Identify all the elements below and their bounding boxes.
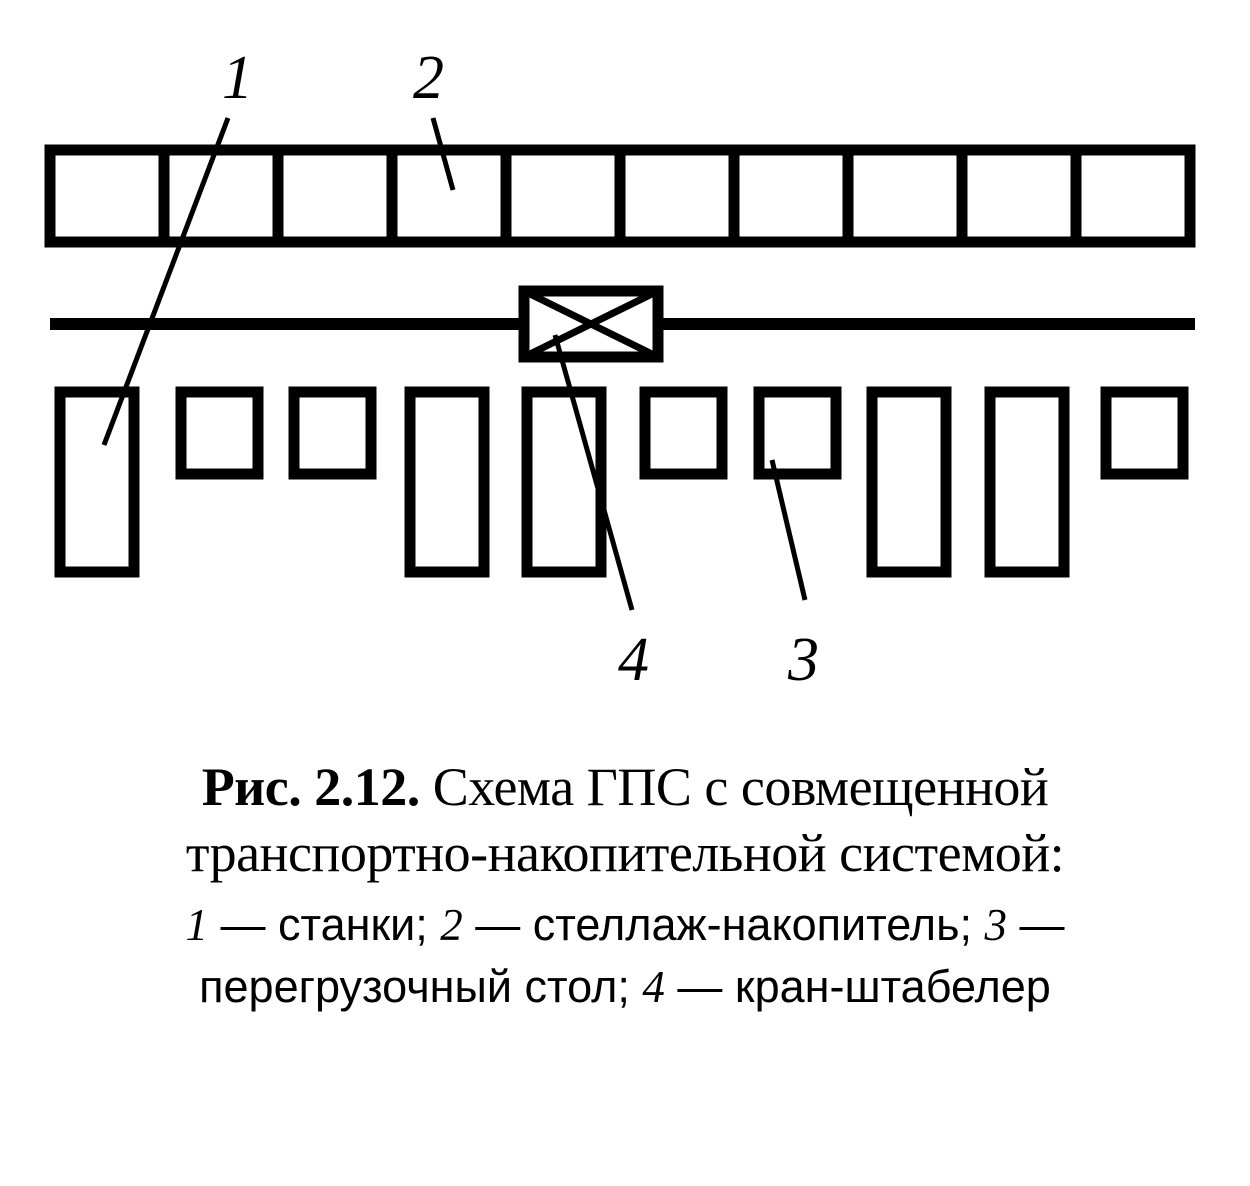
legend-number: 3 xyxy=(984,900,1008,950)
transfer-table xyxy=(753,386,842,480)
figure-caption: Рис. 2.12. Схема ГПС с совмещенной транс… xyxy=(0,760,1250,1026)
leader-line-3 xyxy=(769,459,808,601)
caption-legend-line-2: перегрузочный стол; 4 — кран-штабелер xyxy=(0,964,1250,1010)
machine xyxy=(54,386,140,578)
leader-line-1 xyxy=(101,117,231,446)
legend-text: — станки; xyxy=(207,899,441,950)
caption-title-line-1: Рис. 2.12. Схема ГПС с совмещенной xyxy=(0,760,1250,814)
leader-line-2 xyxy=(430,117,456,191)
caption-label: Рис. 2.12. xyxy=(201,757,421,817)
transfer-table xyxy=(1100,386,1189,480)
callout-2: 2 xyxy=(413,44,444,112)
caption-title-text-1: Схема ГПС с совмещенной xyxy=(432,757,1049,817)
caption-title-line-2: транспортно-накопительной системой: xyxy=(185,823,1065,883)
legend-number: 4 xyxy=(642,962,665,1012)
leader-line-4 xyxy=(552,334,635,611)
machine xyxy=(404,386,490,578)
stacker-crane xyxy=(518,285,664,363)
legend-number: 1 xyxy=(185,900,208,950)
machine xyxy=(984,386,1070,578)
legend-text: — стеллаж-накопитель; xyxy=(462,899,985,950)
legend-text: — xyxy=(1007,899,1065,950)
machine xyxy=(866,386,952,578)
callout-4: 4 xyxy=(618,626,649,694)
machine xyxy=(521,386,607,578)
legend-text: — кран-штабелер xyxy=(664,961,1051,1012)
callout-3: 3 xyxy=(787,626,819,694)
storage-rack xyxy=(44,144,1196,248)
legend-text: перегрузочный стол; xyxy=(199,961,643,1012)
transfer-table xyxy=(639,386,728,480)
gps-scheme-diagram: 1 2 4 3 xyxy=(44,44,1196,694)
legend-number: 2 xyxy=(440,900,463,950)
caption-legend-line-1: 1 — станки; 2 — стеллаж-накопитель; 3 — xyxy=(0,902,1250,948)
transfer-table xyxy=(288,386,377,480)
callout-1: 1 xyxy=(222,44,253,112)
transfer-table xyxy=(175,386,264,480)
